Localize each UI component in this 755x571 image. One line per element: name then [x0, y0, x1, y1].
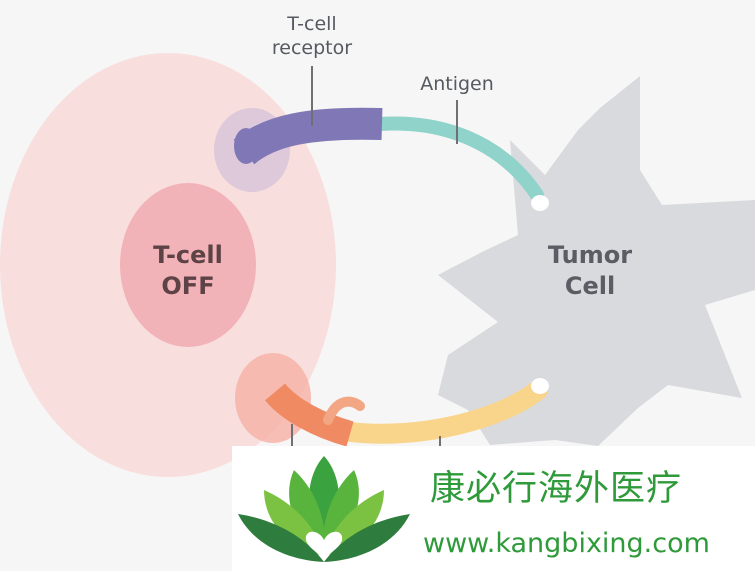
- brand-watermark: 康必行海外医疗 www.kangbixing.com: [232, 446, 755, 571]
- tcell-receptor-base: [234, 128, 258, 164]
- lotus-logo-icon: [238, 456, 410, 562]
- tcell-receptor: [233, 107, 383, 165]
- tcell-state-label: T-cell OFF: [153, 241, 223, 300]
- antigen-binding-spot: [531, 195, 549, 211]
- inhibitory-ligand-arc: [340, 380, 548, 444]
- antigen-label: Antigen: [420, 73, 494, 95]
- antigen-arc: [373, 116, 544, 202]
- inhibitory-receptor: [265, 383, 354, 447]
- tumor-cell-label: Tumor Cell: [547, 241, 633, 300]
- brand-url[interactable]: www.kangbixing.com: [423, 528, 710, 559]
- ligand-binding-spot: [531, 378, 549, 394]
- inhibitory-receptor-tip: [323, 396, 365, 425]
- brand-name: 康必行海外医疗: [430, 469, 683, 509]
- tcell-receptor-label: T-cell receptor: [271, 13, 353, 59]
- tcell-nucleus: [120, 183, 256, 347]
